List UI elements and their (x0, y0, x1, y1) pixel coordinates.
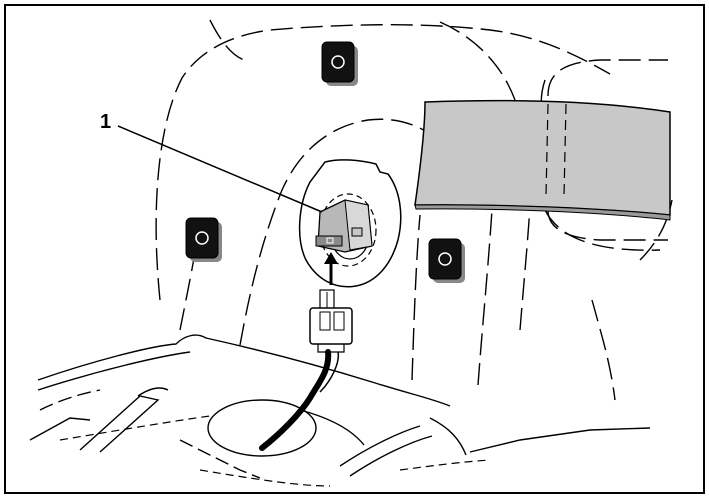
base-plate (29, 334, 651, 479)
housing-outline (155, 19, 673, 401)
gray-strap-edge (414, 204, 671, 221)
connector-plug-icon (309, 289, 353, 353)
bay-outline (547, 59, 668, 97)
square-button-icon (185, 217, 222, 262)
figure-frame (4, 4, 705, 494)
base-plate-dashes (59, 415, 491, 487)
square-button-icon (428, 238, 465, 283)
square-button-icon (321, 41, 358, 86)
bay-outline-lower (547, 209, 668, 241)
gray-strap (414, 99, 671, 216)
sensor-module (315, 199, 373, 253)
direction-arrow-icon (324, 252, 338, 285)
callout-leader-line (117, 125, 323, 213)
callout-label-1: 1 (100, 111, 112, 133)
